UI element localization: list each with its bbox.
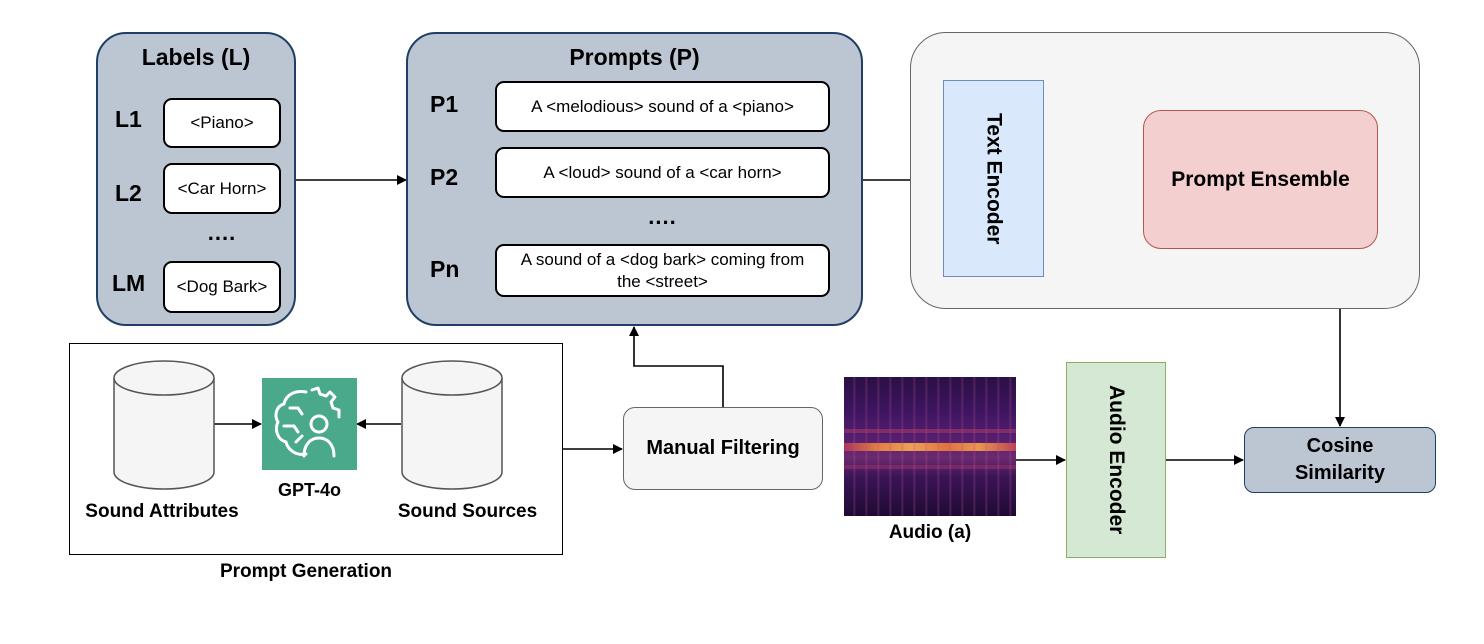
label-value-l1: <Piano> xyxy=(163,98,281,148)
label-id-l1: L1 xyxy=(115,106,142,132)
audio-encoder-box: Audio Encoder xyxy=(1066,362,1166,558)
sound-sources-label: Sound Sources xyxy=(397,501,538,522)
label-value-l2: <Car Horn> xyxy=(163,163,281,214)
prompt-id-pn: Pn xyxy=(430,256,460,282)
labels-ellipsis: .... xyxy=(207,220,237,245)
prompt-value-p2: A <loud> sound of a <car horn> xyxy=(495,147,830,198)
prompt-value-pn: A sound of a <dog bark> coming from the … xyxy=(495,244,830,297)
arrow-filtering-to-prompts xyxy=(629,326,724,407)
labels-panel: Labels (L) L1 <Piano> L2 <Car Horn> ....… xyxy=(96,32,296,326)
label-value-lm: <Dog Bark> xyxy=(163,261,281,313)
prompts-ellipsis: .... xyxy=(648,204,677,229)
manual-filtering-box: Manual Filtering xyxy=(623,407,823,490)
sound-attributes-db-icon xyxy=(113,360,215,490)
prompts-panel-title: Prompts (P) xyxy=(569,44,700,70)
audio-label: Audio (a) xyxy=(888,522,972,543)
prompt-generation-box xyxy=(69,343,563,555)
gpt-tile xyxy=(262,378,357,470)
gpt-label: GPT-4o xyxy=(277,480,341,500)
prompt-id-p2: P2 xyxy=(430,164,459,190)
prompts-panel: Prompts (P) P1 A <melodious> sound of a … xyxy=(406,32,863,326)
prompt-id-p1: P1 xyxy=(430,91,459,117)
prompt-value-p1: A <melodious> sound of a <piano> xyxy=(495,81,830,132)
prompt-ensemble-box: Prompt Ensemble xyxy=(1143,110,1378,249)
label-id-l2: L2 xyxy=(115,180,142,206)
label-id-lm: LM xyxy=(112,270,146,296)
audio-spectrogram-image xyxy=(844,377,1016,516)
sound-attributes-label: Sound Attributes xyxy=(85,501,239,522)
sound-sources-db-icon xyxy=(401,360,503,490)
cosine-similarity-box: Cosine Similarity xyxy=(1244,427,1436,493)
labels-panel-title: Labels (L) xyxy=(141,44,251,70)
text-encoder-box: Text Encoder xyxy=(943,80,1044,277)
prompt-generation-caption: Prompt Generation xyxy=(219,561,393,582)
brain-gear-icon xyxy=(274,386,341,458)
